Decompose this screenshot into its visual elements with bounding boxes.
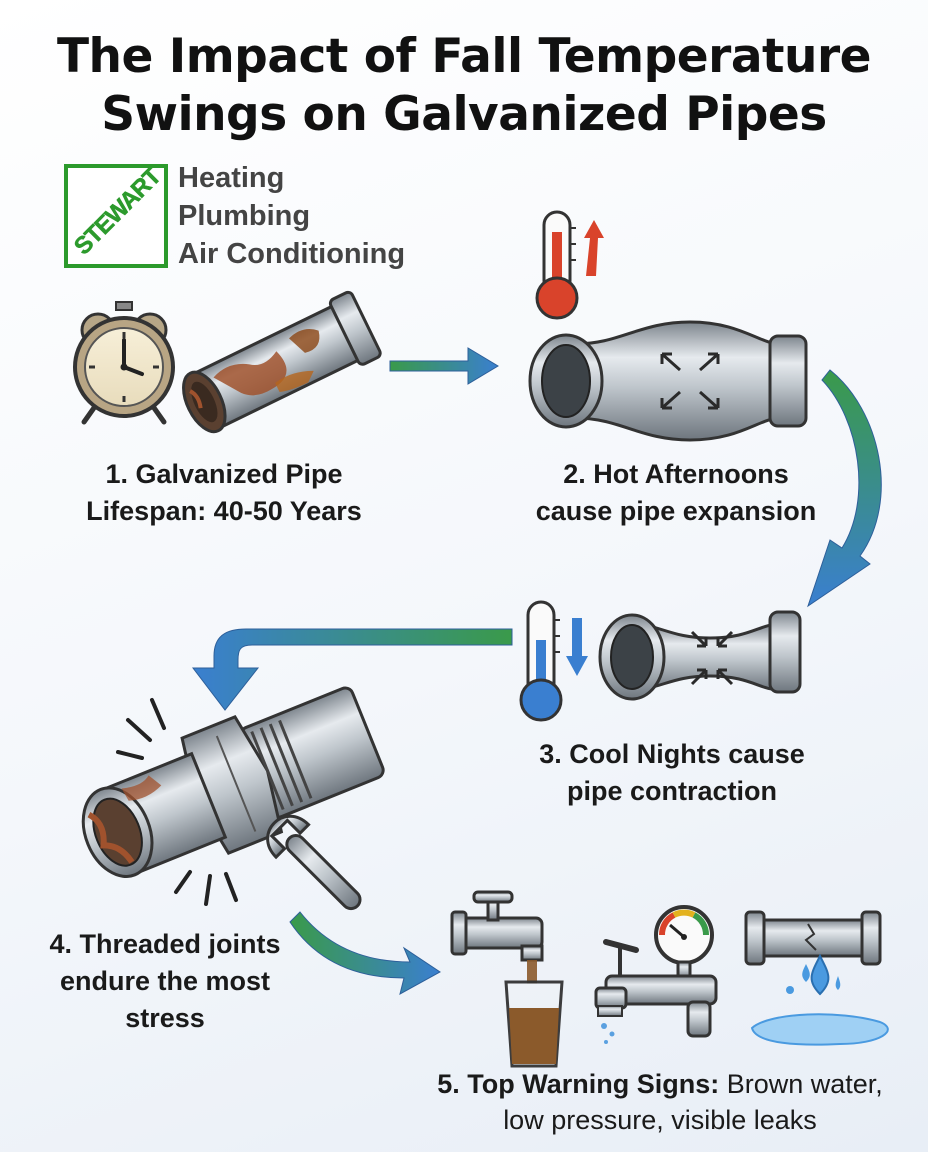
logo	[64, 164, 168, 268]
step-5-warning: 5. Top Warning Signs: Brown water, low p…	[400, 1066, 920, 1138]
expanded-pipe-icon	[528, 320, 808, 442]
service-plumbing: Plumbing	[178, 200, 311, 232]
step-3-caption: 3. Cool Nights cause pipe contraction	[539, 739, 805, 806]
step-4-caption: 4. Threaded joints endure the most stres…	[49, 929, 281, 1033]
cold-thermometer-icon	[519, 600, 588, 722]
step-2-caption: 2. Hot Afternoons cause pipe expansion	[535, 459, 817, 526]
expand-arrows-icon	[660, 352, 720, 410]
hot-thermometer-icon	[535, 210, 604, 320]
arrow-step4-to-step5	[289, 911, 441, 995]
page-title: The Impact of Fall Temperature Swings on…	[0, 28, 928, 144]
warning-text-2: low pressure, visible leaks	[503, 1105, 817, 1135]
low-pressure-gauge-icon	[594, 905, 718, 1044]
threaded-joint-icon	[81, 686, 385, 906]
alarm-clock-icon	[73, 301, 175, 425]
warning-label: 5. Top Warning Signs:	[437, 1069, 720, 1099]
contracted-pipe-icon	[598, 610, 802, 701]
service-air-conditioning: Air Conditioning	[178, 238, 406, 270]
service-heating: Heating	[178, 162, 285, 194]
step-1-caption: 1. Galvanized Pipe Lifespan: 40-50 Years	[86, 459, 362, 526]
title-line-1: The Impact of Fall Temperature	[56, 29, 872, 84]
title-line-2: Swings on Galvanized Pipes	[101, 87, 827, 142]
wrench-icon	[266, 814, 362, 911]
arrow-step1-to-step2	[389, 347, 499, 385]
arrow-step2-to-step3	[807, 369, 882, 608]
arrow-step3-to-step4	[191, 628, 513, 711]
warning-text-1: Brown water,	[719, 1069, 883, 1099]
contract-arrows-icon	[690, 630, 734, 686]
leaking-pipe-icon	[744, 910, 889, 1046]
stress-lines-icon	[116, 698, 238, 906]
faucet-brown-water-icon	[450, 890, 564, 1068]
rusty-pipe-icon	[182, 290, 382, 434]
